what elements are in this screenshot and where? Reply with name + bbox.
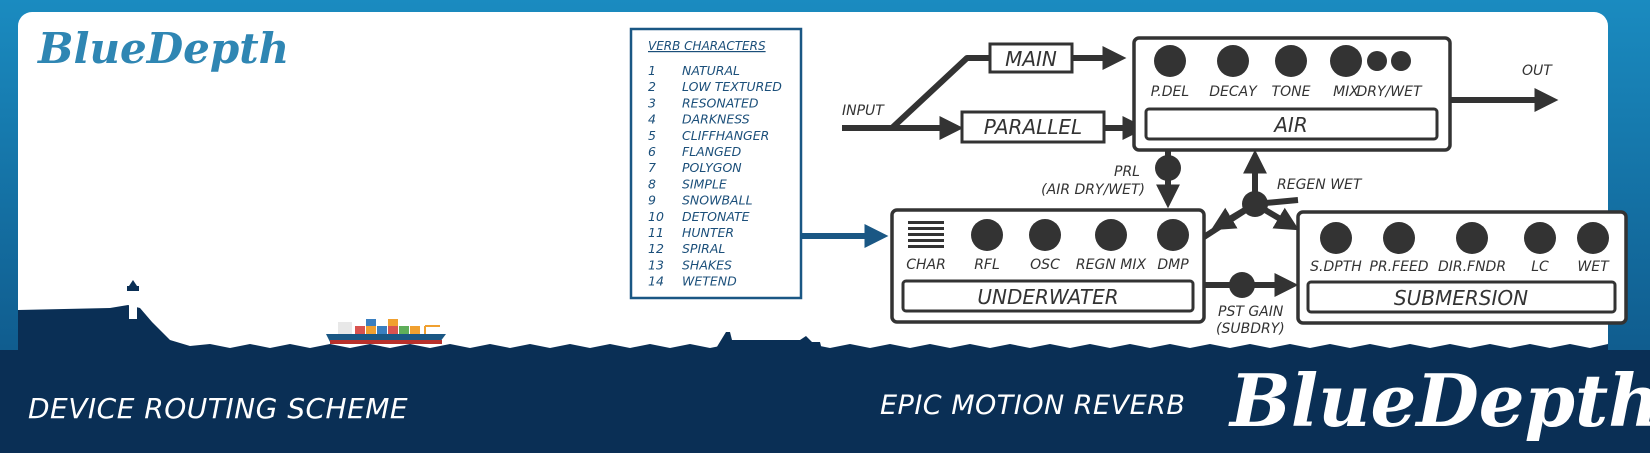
legend-item-number: 14 [648, 274, 664, 289]
legend-item-number: 1 [648, 63, 656, 78]
legend-list: 1 NATURAL 2 LOW TEXTURED 3 RESONATED 4 DARKNESS… [648, 63, 782, 289]
legend-item-number: 9 [648, 193, 656, 208]
pst-gain-knob[interactable] [1229, 272, 1255, 298]
air-name-box [1144, 107, 1439, 141]
submersion-knob[interactable] [1320, 222, 1352, 254]
legend-item-number: 10 [648, 209, 664, 224]
sea-fill [0, 350, 1650, 453]
regen-wet-label: REGEN WET [1277, 177, 1363, 193]
air-name: AIR [1272, 113, 1307, 137]
underwater-knob[interactable] [1157, 219, 1189, 251]
legend-item-name: HUNTER [682, 225, 734, 240]
main-label: MAIN [1005, 47, 1057, 71]
legend-item-number: 11 [648, 225, 664, 240]
knob-label: OSC [1030, 257, 1060, 273]
air-knob[interactable] [1217, 45, 1249, 77]
submersion-knob[interactable] [1456, 222, 1488, 254]
underwater-name-box [901, 279, 1195, 313]
pst-gain-label: PST GAIN [1218, 304, 1284, 320]
bluedepth-logo-small: BlueDepth [38, 24, 290, 73]
submersion-knob[interactable] [1524, 222, 1556, 254]
knob-label: WET [1577, 259, 1610, 275]
air-knob[interactable] [1330, 45, 1362, 77]
bluedepth-logo-large: BlueDepth [1230, 358, 1650, 443]
submersion-name: SUBMERSION [1394, 286, 1528, 310]
prl-sublabel: (AIR DRY/WET) [1041, 182, 1145, 198]
legend-item-name: LOW TEXTURED [682, 79, 782, 94]
air-knob[interactable] [1154, 45, 1186, 77]
underwater-knob[interactable] [971, 219, 1003, 251]
input-to-main-wire [889, 55, 990, 131]
underwater-knob[interactable] [1095, 219, 1127, 251]
legend-item-name: SHAKES [682, 257, 732, 272]
air-knob[interactable] [1275, 45, 1307, 77]
underwater-knob[interactable] [1029, 219, 1061, 251]
parallel-label: PARALLEL [984, 115, 1082, 139]
legend-item-number: 8 [648, 176, 656, 191]
legend-item-number: 12 [648, 241, 664, 256]
legend-item-number: 13 [648, 257, 664, 272]
verb-characters-box [629, 27, 803, 300]
legend-item-number: 2 [648, 79, 656, 94]
wet-knob[interactable] [1391, 51, 1411, 71]
legend-item-number: 6 [648, 144, 656, 159]
legend-item-name: SNOWBALL [682, 193, 753, 208]
submersion-knob[interactable] [1577, 222, 1609, 254]
legend-item-number: 3 [648, 95, 656, 110]
knob-label: CHAR [906, 257, 946, 273]
legend-item-number: 5 [648, 128, 656, 143]
legend-item-name: RESONATED [682, 95, 759, 110]
knob-label: DIR.FNDR [1438, 259, 1506, 275]
out-label: OUT [1522, 63, 1553, 79]
knob-label: DMP [1157, 257, 1189, 273]
underwater-name: UNDERWATER [977, 285, 1118, 309]
cargo-ship-icon [326, 319, 446, 344]
knob-label: S.DPTH [1310, 259, 1362, 275]
knob-label: TONE [1272, 84, 1311, 100]
prl-label: PRL [1114, 164, 1140, 180]
knob-label: PR.FEED [1369, 259, 1428, 275]
legend-item-name: DARKNESS [682, 112, 750, 127]
knob-label: LC [1531, 259, 1549, 275]
knob-label: RFL [974, 257, 1000, 273]
main-box [988, 42, 1074, 74]
legend-item-name: WETEND [682, 274, 737, 289]
product-title: EPIC MOTION REVERB [880, 390, 1186, 421]
pst-gain-sublabel: (SUBDRY) [1216, 321, 1285, 337]
char-selector-icon[interactable] [908, 221, 944, 248]
boat-silhouette [715, 332, 822, 350]
parallel-box [960, 110, 1106, 144]
knob-label: P.DEL [1151, 84, 1189, 100]
knob-label: DECAY [1209, 84, 1258, 100]
submersion-name-box [1306, 280, 1617, 314]
legend-item-name: NATURAL [682, 63, 740, 78]
knob-label: REGN MIX [1076, 257, 1147, 273]
legend-item-name: CLIFFHANGER [682, 128, 769, 143]
legend-item-name: SPIRAL [682, 241, 725, 256]
legend-item-name: FLANGED [682, 144, 742, 159]
knob-label: MIX [1333, 84, 1359, 100]
legend-title: VERB CHARACTERS [648, 39, 766, 53]
device-routing-title: DEVICE ROUTING SCHEME [28, 392, 409, 425]
lighthouse-icon [127, 280, 139, 319]
input-label: INPUT [842, 103, 885, 119]
dry-knob[interactable] [1367, 51, 1387, 71]
regen-wet-knob[interactable] [1242, 191, 1268, 217]
legend-item-number: 7 [648, 160, 656, 175]
legend-item-name: SIMPLE [682, 176, 727, 191]
legend-item-number: 4 [648, 112, 656, 127]
legend-item-name: POLYGON [682, 160, 742, 175]
prl-knob[interactable] [1155, 155, 1181, 181]
legend-item-name: DETONATE [682, 209, 750, 224]
submersion-knob[interactable] [1383, 222, 1415, 254]
knob-label: DRY/WET [1356, 84, 1422, 100]
